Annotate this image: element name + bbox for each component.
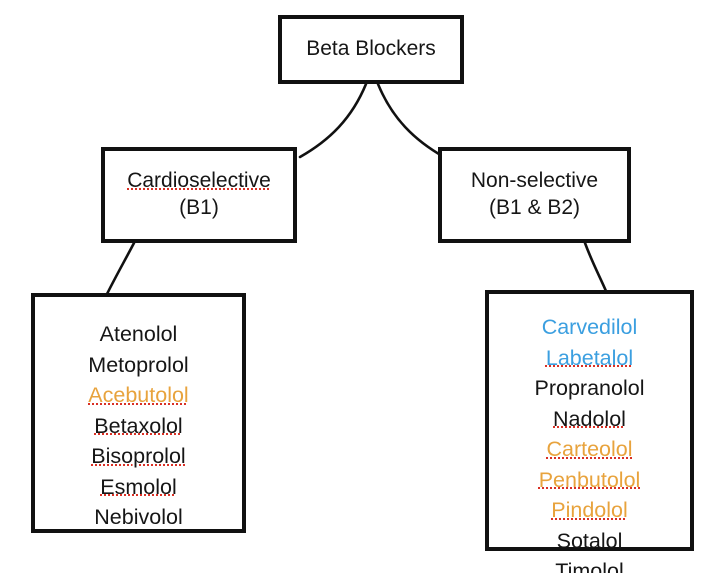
connector-cardioselective-to-list xyxy=(105,241,136,296)
connector-root-to-nonselective xyxy=(376,82,446,159)
drug-list-item: Timolol xyxy=(555,559,624,573)
node-non-selective-label-line2: (B1 & B2) xyxy=(488,196,581,219)
drug-list-item: Propranolol xyxy=(534,376,645,401)
node-cardioselective-label-text: Cardioselective xyxy=(127,169,271,193)
drug-list-item: Nadolol xyxy=(553,406,626,431)
drug-list-item: Esmolol xyxy=(100,474,177,499)
connector-nonselective-to-list xyxy=(583,241,608,293)
node-cardioselective-label-line1: Cardioselective xyxy=(127,168,271,195)
drug-list-item: Nebivolol xyxy=(94,505,183,530)
node-non-selective[interactable]: Non-selective (B1 & B2) xyxy=(438,147,631,243)
drug-list-item: Penbutolol xyxy=(538,467,641,492)
drug-list-item: Bisoprolol xyxy=(91,444,186,469)
drug-list-item: Carvedilol xyxy=(541,315,638,339)
drug-list-item: Acebutolol xyxy=(88,383,189,408)
drug-list-item: Atenolol xyxy=(99,322,178,346)
drug-list-item: Sotalol xyxy=(556,528,623,553)
node-cardioselective-label-line2: (B1) xyxy=(179,196,219,219)
drug-list-item: Pindolol xyxy=(551,498,628,523)
node-cardioselective[interactable]: Cardioselective (B1) xyxy=(101,147,297,243)
drug-list-item: Carteolol xyxy=(546,437,633,462)
node-beta-blockers-label: Beta Blockers xyxy=(306,37,436,61)
drug-list-item: Labetalol xyxy=(545,345,634,370)
connector-root-to-cardioselective xyxy=(298,82,368,159)
node-non-selective-label-line1: Non-selective xyxy=(470,169,599,193)
drug-list-item: Metoprolol xyxy=(88,352,189,377)
node-beta-blockers[interactable]: Beta Blockers xyxy=(278,15,464,84)
drug-list-item: Betaxolol xyxy=(94,413,183,438)
